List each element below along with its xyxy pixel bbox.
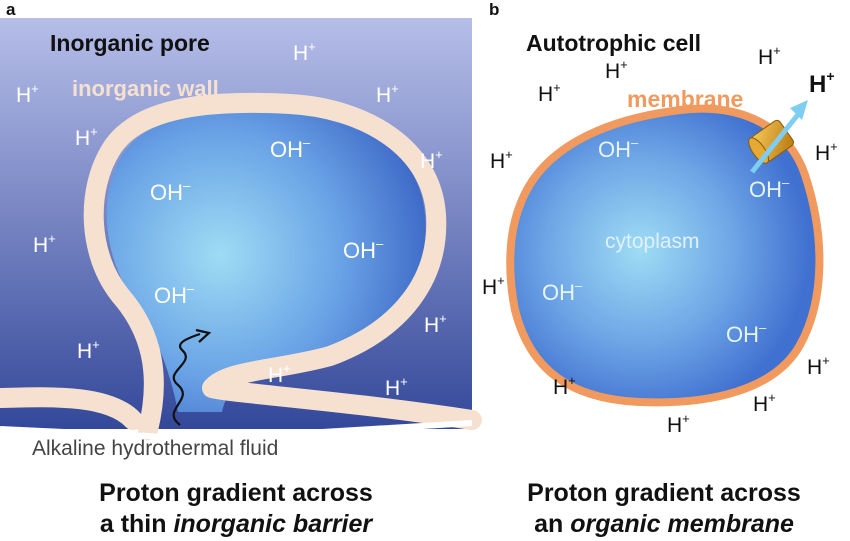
- proton-label: H+: [553, 373, 576, 399]
- panel-b-ions: H+ H+ H+ H+ H+ H+ H+ H+ H+ H+ H+ OH– OH– OH– OH–: [482, 43, 838, 437]
- inorganic-wall: [0, 92, 482, 440]
- proton-label: H+: [16, 81, 39, 107]
- proton-label: H+: [424, 311, 447, 337]
- panel-a-caption-line2: a thin inorganic barrier: [0, 509, 472, 540]
- fluid-label: Alkaline hydrothermal fluid: [32, 437, 278, 460]
- panel-a: Inorganic pore inorganic wall Alkaline h…: [0, 18, 482, 460]
- membrane-label: membrane: [627, 86, 743, 112]
- fluid-flow-arrow: [172, 332, 201, 426]
- panel-a-caption-emphasis: inorganic barrier: [173, 510, 373, 538]
- panel-b-letter: b: [489, 0, 500, 19]
- panel-a-ions: H+ H+ H+ H+ H+ H+ H+ H+ H+ H+ OH– OH– OH– OH–: [16, 39, 447, 400]
- panel-b-title: Autotrophic cell: [526, 30, 701, 56]
- hydroxide-label: OH–: [150, 178, 191, 205]
- proton-label: H+: [482, 273, 505, 299]
- proton-label: H+: [490, 147, 513, 173]
- panel-b: Autotrophic cell membrane cytoplasm H+H+…: [482, 30, 838, 437]
- panel-a-title: Inorganic pore: [50, 30, 210, 56]
- proton-label: H+: [75, 124, 98, 150]
- proton-label: H+: [77, 337, 100, 363]
- pore-interior: [106, 112, 426, 413]
- hydroxide-label: OH–: [270, 135, 311, 162]
- proton-export-arrow: [750, 110, 802, 174]
- proton-label: H+: [293, 39, 316, 65]
- inorganic-wall-label: inorganic wall: [72, 76, 219, 101]
- hydroxide-label: OH–: [542, 278, 583, 305]
- panel-a-caption-line1: Proton gradient across: [99, 479, 373, 507]
- proton-label: H+: [385, 374, 408, 400]
- proton-export-arrowhead: [790, 100, 808, 120]
- hydroxide-label: OH–: [598, 135, 639, 162]
- proton-label: H+: [268, 361, 291, 387]
- panel-b-caption: Proton gradient across an organic membra…: [478, 478, 850, 540]
- proton-label: H+: [605, 57, 628, 83]
- panel-b-caption-line1: Proton gradient across: [527, 479, 801, 507]
- panel-a-letter: a: [6, 0, 16, 19]
- panel-a-caption-plain: a thin: [99, 510, 174, 538]
- proton-label: H+: [807, 353, 830, 379]
- proton-label: H+: [758, 43, 781, 69]
- proton-label: H+: [420, 147, 443, 173]
- proton-label: H+: [538, 80, 561, 106]
- panel-b-caption-emphasis: organic membrane: [570, 510, 794, 538]
- proton-label: H+: [667, 411, 690, 437]
- proton-label: H+: [753, 390, 776, 416]
- proton-label: H+: [33, 231, 56, 257]
- proton-label: H+: [815, 139, 838, 165]
- panel-b-caption-line2: an organic membrane: [478, 509, 850, 540]
- panel-a-caption: Proton gradient across a thin inorganic …: [0, 478, 472, 540]
- hydroxide-label: OH–: [749, 175, 790, 202]
- exported-proton-label: H+: [809, 68, 835, 98]
- hydroxide-label: OH–: [343, 236, 384, 263]
- hydroxide-label: OH–: [726, 320, 767, 347]
- cell-body: [506, 104, 824, 407]
- fluid-flow-arrowhead: [195, 328, 212, 343]
- pore-bottom-edge: [0, 420, 473, 444]
- cytoplasm-label: cytoplasm: [605, 230, 700, 253]
- proton-label: H+: [376, 81, 399, 107]
- panel-b-caption-plain: an: [534, 510, 571, 538]
- hydroxide-label: OH–: [154, 281, 195, 308]
